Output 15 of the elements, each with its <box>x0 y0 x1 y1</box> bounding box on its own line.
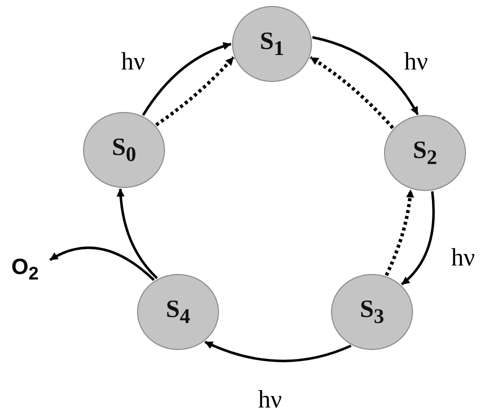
dotted-arrow <box>384 189 414 276</box>
dotted-arrow <box>155 56 235 126</box>
state-label: S$_{1}$ <box>260 28 284 60</box>
state-label: S$_{4}$ <box>166 296 190 328</box>
arrow <box>312 36 419 116</box>
arrow <box>204 340 352 362</box>
arrow <box>49 246 155 281</box>
state-label: S$_{0}$ <box>112 134 136 166</box>
product-text: O$_{2}$ <box>11 254 39 284</box>
dotted-arrow <box>310 56 394 130</box>
state-label: S$_{3}$ <box>360 296 384 328</box>
state-label: S$_{2}$ <box>412 136 438 170</box>
arrow <box>142 42 232 116</box>
arrow <box>400 191 435 286</box>
arrow <box>116 188 158 280</box>
